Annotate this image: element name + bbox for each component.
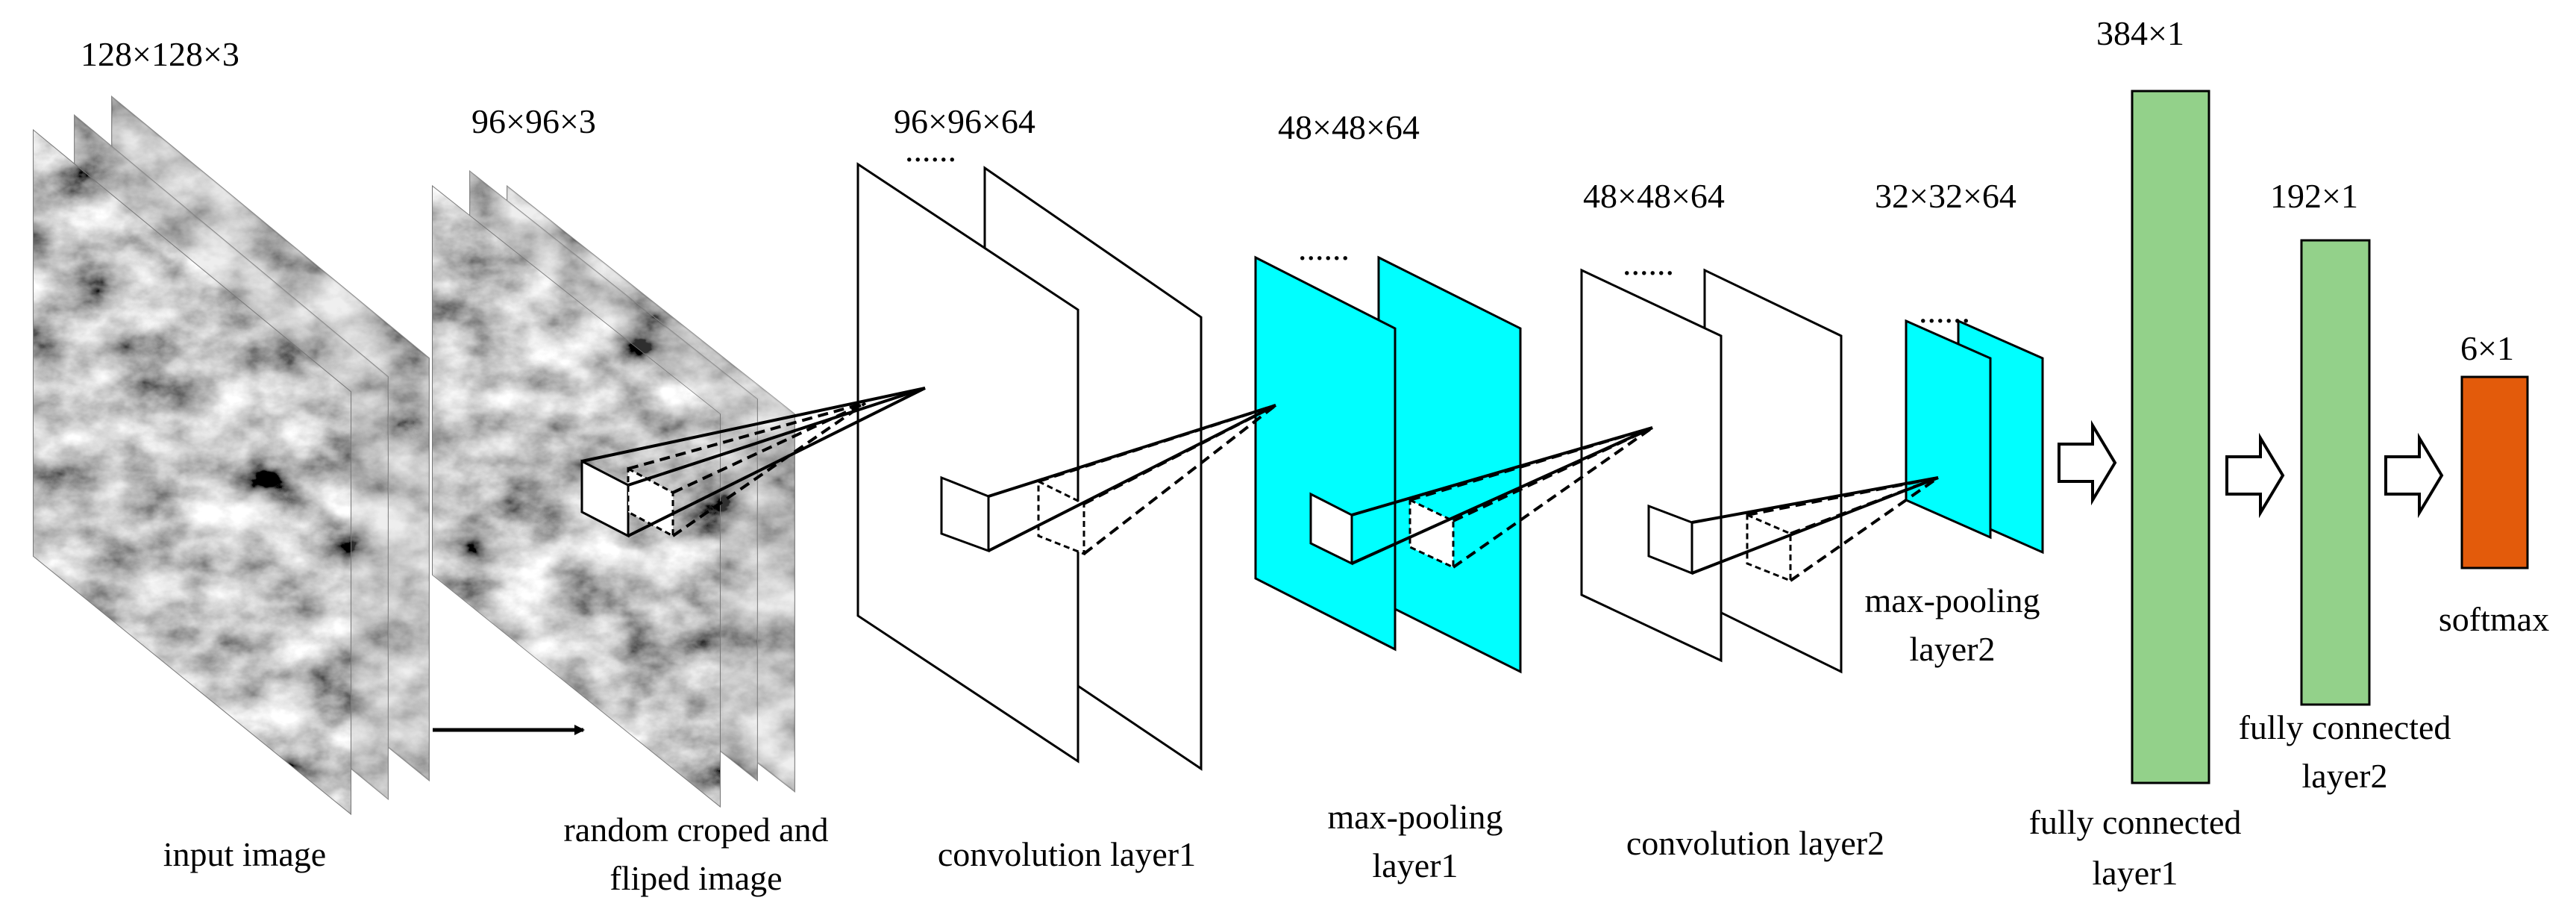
connection-lines xyxy=(581,387,1940,582)
softmax-dims: 6×1 xyxy=(2460,329,2514,367)
input-dims: 128×128×3 xyxy=(81,35,239,73)
pool2-ellipsis: ...... xyxy=(1919,292,1970,330)
pool-layer2 xyxy=(1905,319,2044,555)
hollow-arrow-fc1-fc2 xyxy=(2225,432,2285,519)
conv-layer1 xyxy=(856,162,1203,771)
pool1-ellipsis: ...... xyxy=(1298,229,1350,267)
conn-crop-conv1-d xyxy=(627,402,866,470)
fc1-caption-line1: fully connected xyxy=(2029,803,2242,841)
conv2-caption: convolution layer2 xyxy=(1626,824,1884,862)
input-image-stack xyxy=(33,95,430,816)
conn-conv1-pool1-e xyxy=(1038,404,1276,483)
fc1-caption-line2: layer1 xyxy=(2093,854,2178,892)
softmax-caption: softmax xyxy=(2439,600,2549,638)
conv2-ellipsis: ...... xyxy=(1623,244,1674,282)
conv2-map-front xyxy=(1580,268,1723,663)
conv1-map-front xyxy=(856,162,1079,764)
conv-layer2 xyxy=(1580,268,1843,674)
conn-pool1-conv2-d xyxy=(1452,426,1653,522)
crop-caption-line2: fliped image xyxy=(609,859,782,897)
hollow-arrow-pool2-fc1 xyxy=(2058,419,2117,506)
conn-conv2-pool2-d xyxy=(1790,476,1939,535)
pool1-caption-line2: layer1 xyxy=(1373,846,1458,884)
fc2-dims: 192×1 xyxy=(2270,177,2358,215)
pool1-map-back xyxy=(1377,255,1522,674)
fc2-caption-line1: fully connected xyxy=(2239,708,2451,746)
crop-dims: 96×96×3 xyxy=(471,102,596,140)
conv1-dims: 96×96×64 xyxy=(894,102,1035,140)
fc1-bar xyxy=(2131,90,2210,784)
conn-conv2-pool2-e xyxy=(1789,476,1940,582)
pool2-dims: 32×32×64 xyxy=(1875,177,2016,215)
crop-caption-line1: random croped and xyxy=(563,811,828,849)
pool2-caption-line1: max-pooling xyxy=(1864,581,2040,619)
input-caption: input image xyxy=(163,835,326,873)
fc1-dims: 384×1 xyxy=(2096,14,2184,52)
conn-crop-conv1-c xyxy=(627,387,926,537)
conn-crop-conv1-e xyxy=(672,402,866,494)
pool1-kernel-dashed xyxy=(1408,498,1455,569)
conn-crop-conv1-b xyxy=(627,387,926,487)
pool1-map-front xyxy=(1254,255,1397,652)
conv1-caption: convolution layer1 xyxy=(938,835,1196,873)
conn-pool1-conv2-c xyxy=(1409,426,1653,502)
pool2-caption-line2: layer2 xyxy=(1910,630,1996,668)
hollow-arrow-fc2-softmax xyxy=(2384,432,2444,519)
conn-pool1-conv2-e xyxy=(1452,426,1654,569)
pool1-dims: 48×48×64 xyxy=(1278,108,1420,146)
conv2-kernel-dashed xyxy=(1746,513,1792,583)
pool1-caption-line1: max-pooling xyxy=(1327,798,1502,836)
conn-conv1-pool1-d xyxy=(1082,404,1277,555)
conn-conv1-pool1-c xyxy=(1083,404,1276,505)
conn-crop-conv1-f xyxy=(671,402,867,537)
conn-crop-conv1-a xyxy=(581,387,926,463)
fc2-bar xyxy=(2300,239,2371,706)
softmax-bar xyxy=(2460,375,2529,569)
conv2-map-back xyxy=(1703,268,1843,674)
pool-layer1 xyxy=(1254,255,1522,674)
conv2-dims: 48×48×64 xyxy=(1583,177,1725,215)
fc2-caption-line2: layer2 xyxy=(2302,757,2388,795)
conv1-ellipsis: ...... xyxy=(905,131,956,169)
pool2-map-front xyxy=(1905,319,1992,540)
